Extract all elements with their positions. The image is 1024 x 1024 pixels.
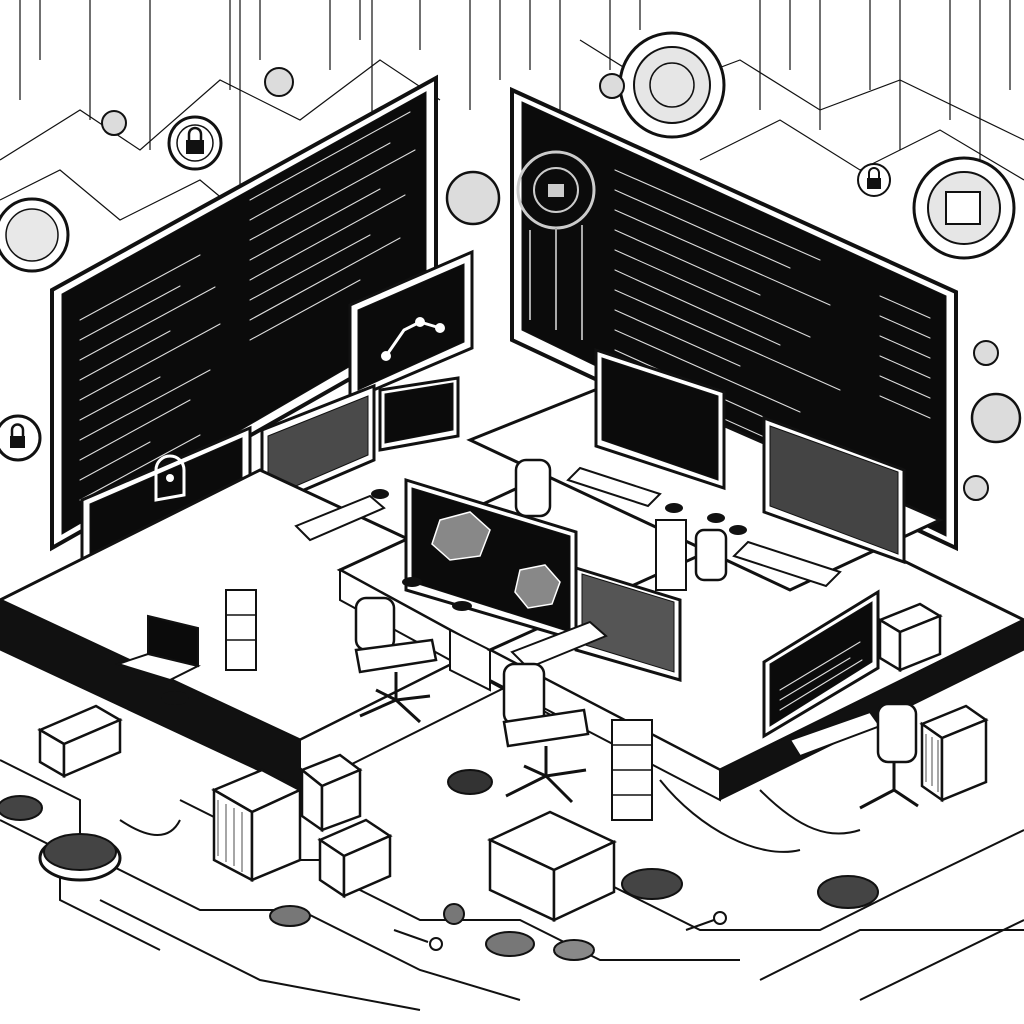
monitor-molecule-diagram: [348, 249, 474, 403]
floor-keys: [393, 903, 727, 951]
desk-back-right: [466, 378, 944, 592]
padlock-medallion-left: [167, 115, 223, 171]
coin-medallions: [0, 31, 1022, 501]
mice: [161, 489, 747, 705]
floor-coin-disks: [0, 769, 879, 961]
office-chair-front: [502, 662, 590, 804]
office-chair-back: [514, 458, 728, 582]
circuit-lock-graphic: [516, 150, 596, 340]
office-chair-right: [859, 702, 919, 810]
monitor-center-hex: [404, 477, 578, 643]
keyboards: [294, 466, 882, 758]
desk-right: [486, 508, 1024, 821]
cables: [119, 779, 861, 853]
laptop: [114, 614, 201, 682]
server-crate-stacks: [37, 602, 989, 922]
office-chair-center: [354, 596, 438, 724]
monitor-front-right: [762, 589, 880, 739]
padlock-medallion-right: [857, 163, 891, 197]
monitor-small-back: [378, 376, 460, 452]
large-monitor-right: [510, 86, 958, 552]
padlock-medallion-far-left: [0, 414, 42, 462]
monitor-back-right-2: [762, 415, 906, 565]
large-monitor-left: [50, 74, 438, 552]
monitor-center-right: [574, 565, 682, 682]
monitor-back-right-1: [594, 347, 726, 491]
